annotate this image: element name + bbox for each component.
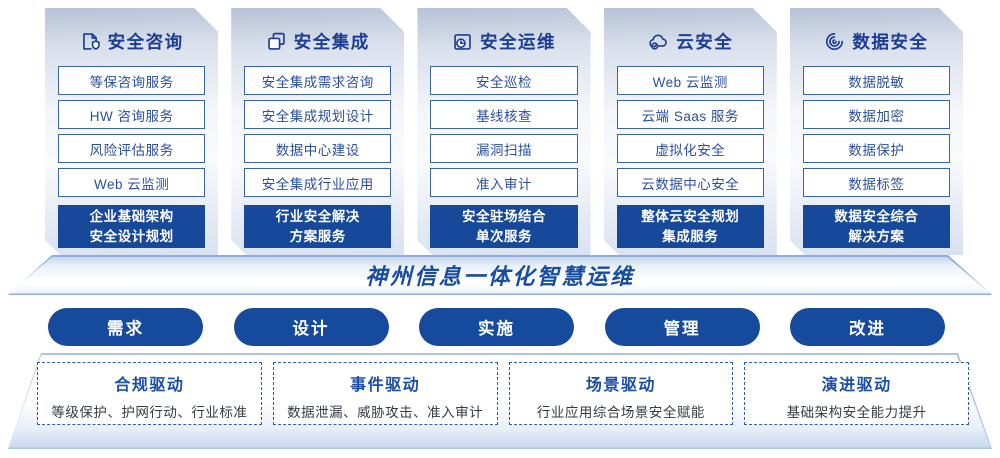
- service-item[interactable]: 虚拟化安全: [617, 134, 764, 163]
- fingerprint-icon: [824, 31, 845, 52]
- card-header: 数据安全: [790, 29, 963, 53]
- service-item[interactable]: 风险评估服务: [58, 134, 205, 163]
- stage-pill-improvement[interactable]: 改进: [790, 308, 945, 346]
- card-items: 安全集成需求咨询 安全集成规划设计 数据中心建设 安全集成行业应用: [244, 66, 391, 197]
- card-title: 安全集成: [293, 31, 370, 52]
- folder-clock-icon: [452, 31, 473, 52]
- service-item[interactable]: 数据脱敏: [803, 66, 950, 95]
- card-title: 数据安全: [852, 31, 929, 52]
- service-item[interactable]: 安全集成需求咨询: [244, 66, 391, 95]
- stage-pill-design[interactable]: 设计: [233, 308, 389, 346]
- card-header: 安全运维: [417, 29, 590, 53]
- driver-subtitle: 等级保护、护网行动、行业标准: [51, 405, 248, 420]
- platform-banner: 神州信息一体化智慧运维: [8, 255, 992, 295]
- service-item[interactable]: 数据保护: [803, 134, 950, 163]
- solution-line: 数据安全综合: [834, 208, 919, 224]
- card-security-consulting: 安全咨询 等保咨询服务 HW 咨询服务 风险评估服务 Web 云监测 企业基础架…: [45, 8, 218, 255]
- service-item[interactable]: 基线核查: [430, 100, 577, 129]
- card-security-integration: 安全集成 安全集成需求咨询 安全集成规划设计 数据中心建设 安全集成行业应用 行…: [231, 8, 404, 255]
- card-header: 安全咨询: [45, 29, 218, 53]
- card-header: 安全集成: [231, 29, 404, 53]
- platform-banner-title: 神州信息一体化智慧运维: [365, 264, 635, 289]
- file-shield-icon: [80, 31, 101, 52]
- driver-subtitle: 基础架构安全能力提升: [786, 405, 927, 420]
- service-item[interactable]: 数据中心建设: [244, 134, 391, 163]
- solution-line: 单次服务: [476, 228, 532, 244]
- driver-scenario[interactable]: 场景驱动 行业应用综合场景安全赋能: [508, 362, 734, 425]
- service-item[interactable]: Web 云监测: [617, 66, 764, 95]
- driver-evolution[interactable]: 演进驱动 基础架构安全能力提升: [744, 362, 969, 425]
- service-item[interactable]: 安全集成规划设计: [244, 100, 391, 129]
- solution-line: 企业基础架构: [89, 208, 174, 224]
- card-cloud-security: 云安全 Web 云监测 云端 Saas 服务 虚拟化安全 云数据中心安全 整体云…: [604, 8, 777, 255]
- card-items: 数据脱敏 数据加密 数据保护 数据标签: [803, 66, 950, 197]
- platform-banner-surface: 神州信息一体化智慧运维: [8, 256, 991, 294]
- card-security-operations: 安全运维 安全巡检 基线核查 漏洞扫描 准入审计 安全驻场结合 单次服务: [417, 8, 590, 255]
- solution-box[interactable]: 整体云安全规划 集成服务: [617, 205, 764, 248]
- driver-title: 演进驱动: [821, 377, 892, 394]
- card-items: 安全巡检 基线核查 漏洞扫描 准入审计: [430, 66, 577, 197]
- driver-title: 合规驱动: [114, 377, 185, 394]
- card-header: 云安全: [604, 29, 777, 53]
- card-items: Web 云监测 云端 Saas 服务 虚拟化安全 云数据中心安全: [617, 66, 764, 197]
- cloud-badge-icon: [647, 31, 669, 52]
- service-item[interactable]: 数据标签: [803, 168, 950, 197]
- service-item[interactable]: 云数据中心安全: [617, 168, 764, 197]
- service-item[interactable]: 安全巡检: [430, 66, 577, 95]
- solution-box[interactable]: 安全驻场结合 单次服务: [430, 205, 577, 248]
- service-item[interactable]: 漏洞扫描: [430, 134, 577, 163]
- solution-line: 方案服务: [289, 228, 346, 244]
- solution-box[interactable]: 数据安全综合 解决方案: [803, 205, 950, 248]
- service-item[interactable]: HW 咨询服务: [58, 100, 205, 129]
- solution-box[interactable]: 行业安全解决 方案服务: [244, 205, 391, 248]
- solution-line: 行业安全解决: [275, 208, 360, 224]
- card-title: 云安全: [676, 31, 734, 52]
- driver-subtitle: 数据泄漏、威胁攻击、准入审计: [287, 405, 484, 420]
- card-data-security: 数据安全 数据脱敏 数据加密 数据保护 数据标签 数据安全综合 解决方案: [790, 8, 963, 255]
- stage-pill-management[interactable]: 管理: [604, 308, 760, 346]
- service-item[interactable]: 云端 Saas 服务: [617, 100, 764, 129]
- solution-line: 安全驻场结合: [462, 208, 546, 224]
- service-columns: 安全咨询 等保咨询服务 HW 咨询服务 风险评估服务 Web 云监测 企业基础架…: [45, 8, 963, 255]
- service-item[interactable]: Web 云监测: [58, 168, 205, 197]
- lifecycle-stages: 需求 设计 实施 管理 改进: [48, 308, 945, 346]
- stage-pill-requirement[interactable]: 需求: [48, 308, 203, 346]
- service-item[interactable]: 数据加密: [803, 100, 950, 129]
- solution-line: 解决方案: [848, 228, 905, 244]
- driver-title: 场景驱动: [585, 377, 656, 394]
- service-item[interactable]: 准入审计: [430, 168, 577, 197]
- driver-title: 事件驱动: [350, 377, 421, 394]
- solution-box[interactable]: 企业基础架构 安全设计规划: [58, 205, 205, 248]
- driver-subtitle: 行业应用综合场景安全赋能: [536, 405, 705, 420]
- service-item[interactable]: 安全集成行业应用: [244, 168, 391, 197]
- stage-pill-implementation[interactable]: 实施: [419, 308, 574, 346]
- driver-compliance[interactable]: 合规驱动 等级保护、护网行动、行业标准: [37, 362, 262, 425]
- card-title: 安全咨询: [107, 31, 184, 52]
- driver-boxes: 合规驱动 等级保护、护网行动、行业标准 事件驱动 数据泄漏、威胁攻击、准入审计 …: [37, 362, 969, 425]
- solution-line: 整体云安全规划: [641, 208, 740, 224]
- stacked-documents-icon: [266, 31, 287, 52]
- card-title: 安全运维: [480, 31, 556, 52]
- solution-line: 集成服务: [662, 228, 719, 244]
- card-items: 等保咨询服务 HW 咨询服务 风险评估服务 Web 云监测: [58, 66, 205, 197]
- driver-incident[interactable]: 事件驱动 数据泄漏、威胁攻击、准入审计: [272, 362, 498, 425]
- service-item[interactable]: 等保咨询服务: [58, 66, 205, 95]
- solution-line: 安全设计规划: [89, 228, 174, 244]
